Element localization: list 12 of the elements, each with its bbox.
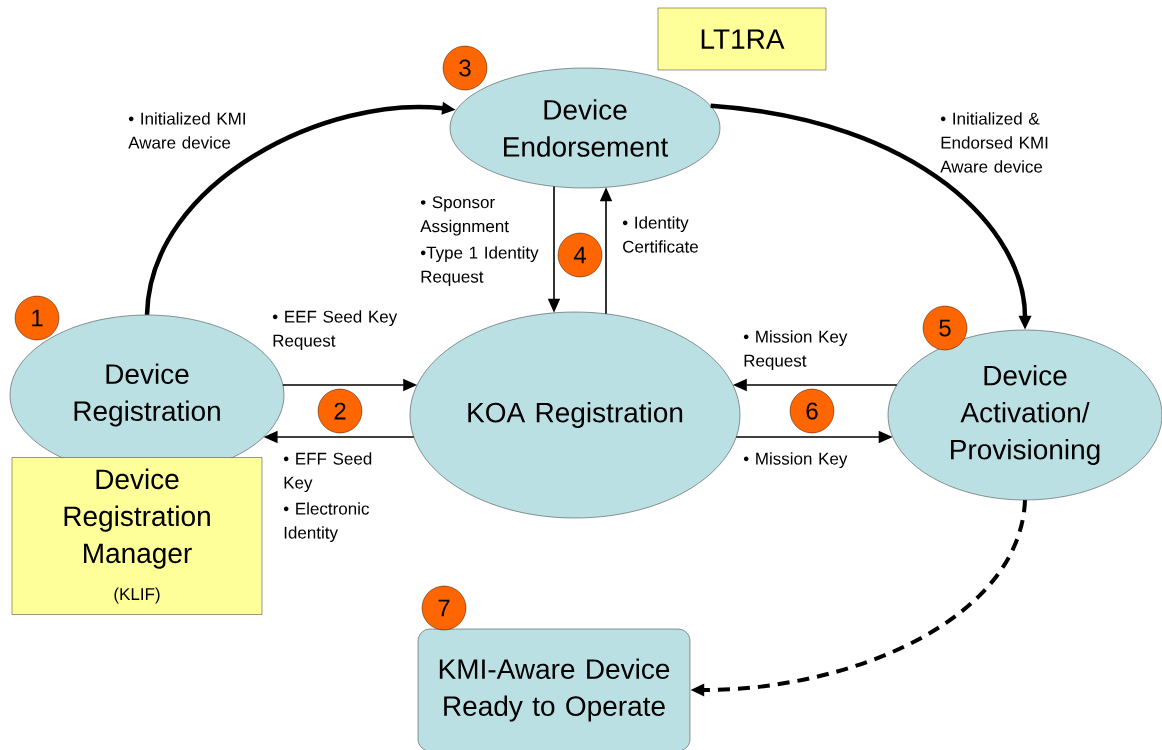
note-text: • Electronic Identity: [283, 502, 369, 543]
edge-label: • Initialized KMI Aware device: [128, 112, 245, 149]
edge-label: • Mission Key: [743, 452, 848, 469]
process-box: KMI-Aware Device Ready to Operate: [417, 628, 691, 750]
note-text: •Type 1 Identity Request: [420, 246, 539, 287]
edge-label: • Sponsor Assignment: [420, 196, 509, 236]
edge-label: • Mission Key Request: [743, 330, 848, 371]
edge-label: • Identity Certificate: [622, 216, 698, 253]
note-box: Device Registration Manager (KLIF): [11, 457, 263, 615]
note-box: LT1RA: [657, 7, 827, 71]
edge-label: • EFF Seed Key: [283, 452, 372, 493]
edge-label: • Initialized & Endorsed KMI Aware device: [940, 112, 1048, 173]
